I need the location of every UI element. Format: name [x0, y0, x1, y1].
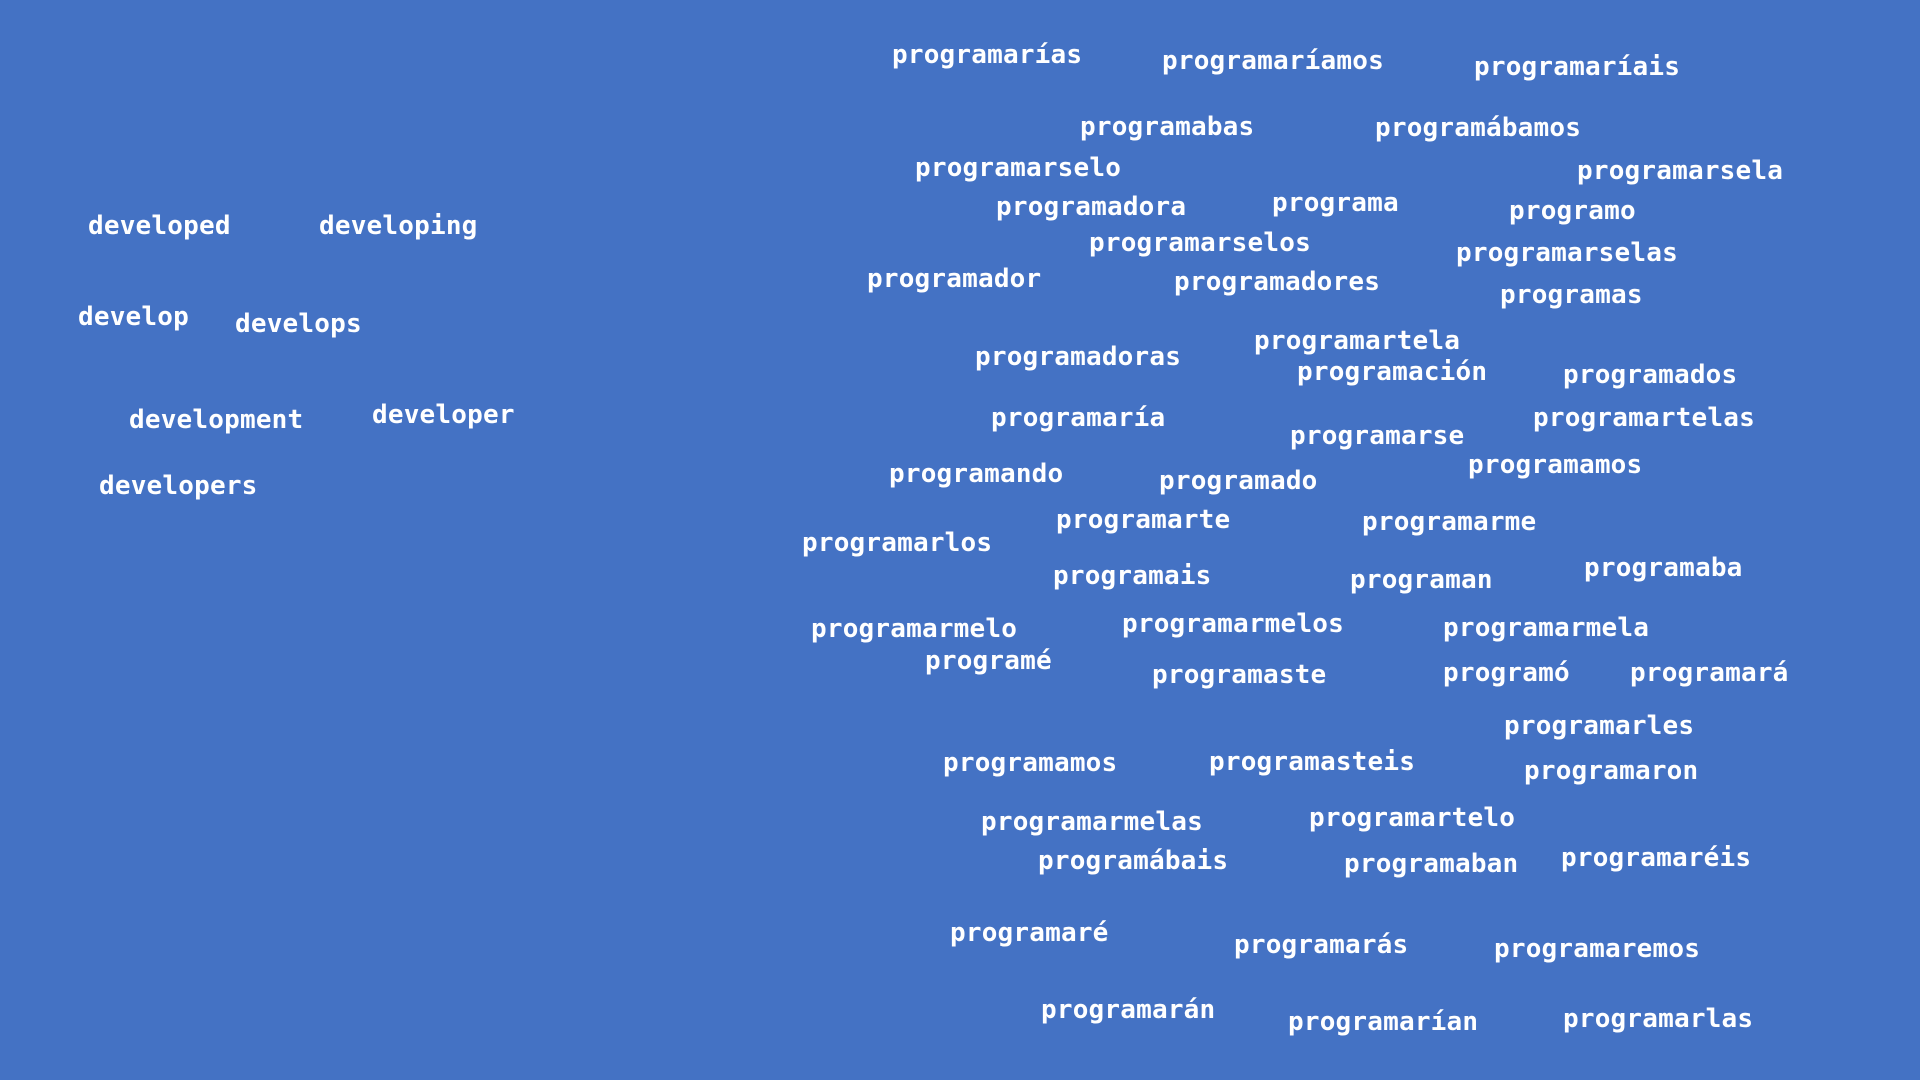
word-label: develop [78, 302, 189, 332]
word-label: programaste [1152, 660, 1327, 690]
word-label: programarán [1041, 995, 1216, 1025]
word-label: programarías [892, 40, 1083, 70]
word-label: programaron [1524, 756, 1699, 786]
word-label: programaríamos [1162, 46, 1384, 76]
word-label: programas [1500, 280, 1643, 310]
word-label: developing [319, 211, 478, 241]
word-label: programarles [1504, 711, 1695, 741]
word-label: programarían [1288, 1007, 1479, 1037]
word-label: programaréis [1561, 843, 1752, 873]
word-label: development [129, 405, 304, 435]
word-label: programaban [1344, 849, 1519, 879]
word-label: programan [1350, 565, 1493, 595]
word-label: programábais [1038, 846, 1229, 876]
word-label: programartelas [1533, 403, 1755, 433]
word-label: programarás [1234, 930, 1409, 960]
word-label: programaba [1584, 553, 1743, 583]
word-label: developer [372, 400, 515, 430]
word-label: programais [1053, 561, 1212, 591]
word-label: programábamos [1375, 113, 1582, 143]
word-label: develops [235, 309, 362, 339]
word-label: programarselas [1456, 238, 1678, 268]
word-label: programamos [1468, 450, 1643, 480]
word-label: developed [88, 211, 231, 241]
word-label: programamos [943, 748, 1118, 778]
word-label: programabas [1080, 112, 1255, 142]
word-label: programa [1272, 188, 1399, 218]
word-label: programaríais [1474, 52, 1681, 82]
word-label: developers [99, 471, 258, 501]
word-label: programarlas [1563, 1004, 1754, 1034]
word-label: programarselos [1089, 228, 1311, 258]
word-label: programando [889, 459, 1064, 489]
word-label: programasteis [1209, 747, 1416, 777]
word-label: programaría [991, 403, 1166, 433]
word-label: programadoras [975, 342, 1182, 372]
word-label: programarmelo [811, 614, 1018, 644]
word-label: programarselo [915, 153, 1122, 183]
word-label: programarlos [802, 528, 993, 558]
word-label: programados [1563, 360, 1738, 390]
word-label: programadora [996, 192, 1187, 222]
word-label: programo [1509, 196, 1636, 226]
word-label: programador [867, 264, 1042, 294]
word-label: programará [1630, 658, 1789, 688]
word-label: programarse [1290, 421, 1465, 451]
word-label: programarmelos [1122, 609, 1344, 639]
word-label: programado [1159, 466, 1318, 496]
word-label: programarmelas [981, 807, 1203, 837]
word-label: programó [1443, 658, 1570, 688]
word-label: programaré [950, 918, 1109, 948]
word-label: programación [1297, 357, 1488, 387]
word-label: programarmela [1443, 613, 1650, 643]
word-label: programarsela [1577, 156, 1784, 186]
word-label: programarte [1056, 505, 1231, 535]
word-label: programé [925, 646, 1052, 676]
word-label: programartelo [1309, 803, 1516, 833]
word-label: programarme [1362, 507, 1537, 537]
word-label: programaremos [1494, 934, 1701, 964]
word-label: programartela [1254, 326, 1461, 356]
word-label: programadores [1174, 267, 1381, 297]
